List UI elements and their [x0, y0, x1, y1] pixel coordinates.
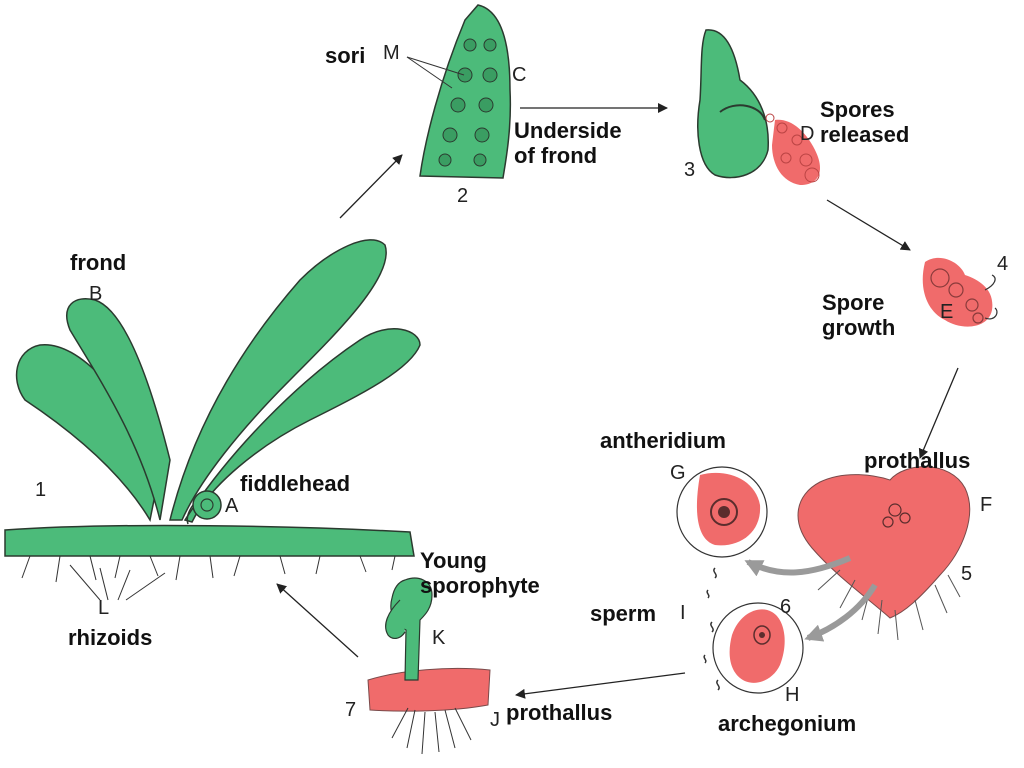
letter-f: F	[980, 494, 993, 516]
label-underside-of-frond: Underside of frond	[514, 118, 622, 169]
frond-underside	[406, 4, 512, 179]
arrow-3-to-4	[826, 199, 911, 251]
label-sperm: sperm	[590, 601, 657, 626]
arrow-4-to-5	[918, 367, 959, 459]
letter-j: J	[490, 709, 500, 731]
frond-right-upper	[169, 239, 387, 521]
letter-k: K	[432, 627, 446, 649]
letter-h: H	[785, 684, 800, 706]
stage-number-7: 7	[345, 699, 357, 721]
sori-dots	[438, 38, 498, 167]
rhizome	[4, 524, 415, 557]
stage-number-3: 3	[684, 159, 696, 181]
label-prothallus-bottom: prothallus	[506, 700, 613, 725]
letter-d: D	[800, 123, 815, 145]
stage-number-5: 5	[961, 563, 973, 585]
label-antheridium: antheridium	[600, 428, 726, 453]
stage-number-2: 2	[457, 185, 469, 207]
stage-number-1: 1	[35, 479, 47, 501]
germinating-spore	[922, 257, 998, 327]
archegonium-detail	[712, 602, 804, 694]
young-sporophyte	[367, 577, 491, 755]
frond-b	[66, 298, 171, 521]
cycle-arrows	[276, 103, 959, 699]
label-rhizoids: rhizoids	[68, 625, 153, 650]
label-frond: frond	[70, 250, 127, 275]
sperm-cells	[703, 567, 720, 691]
arrow-7-to-1	[276, 583, 359, 658]
label-prothallus-top: prothallus	[864, 448, 971, 473]
arrow-6-to-7	[515, 672, 686, 699]
letter-b: B	[89, 283, 103, 305]
label-archegonium: archegonium	[718, 711, 857, 736]
arrow-1-to-2	[339, 154, 403, 219]
frond-right-lower	[183, 328, 421, 523]
sporangium	[697, 29, 820, 185]
letter-g: G	[670, 462, 686, 484]
label-spore-growth: Spore growth	[822, 290, 896, 341]
label-spores-released: Spores released	[820, 97, 910, 148]
rhizoid-hairs	[21, 555, 396, 583]
letter-i: I	[680, 602, 686, 624]
label-young-sporophyte: Young sporophyte	[420, 548, 540, 599]
letter-e: E	[940, 301, 954, 323]
letter-c: C	[512, 64, 527, 86]
fiddlehead-coil	[186, 490, 222, 525]
letter-l: L	[98, 597, 110, 619]
prothallus-heart	[744, 466, 971, 642]
mature-fern	[4, 239, 421, 601]
stage-number-6: 6	[780, 596, 792, 618]
stage-number-4: 4	[997, 253, 1009, 275]
antheridium-detail	[676, 466, 768, 558]
label-sori: sori	[325, 43, 366, 68]
letter-a: A	[225, 495, 239, 517]
label-fiddlehead: fiddlehead	[240, 471, 351, 496]
letter-m: M	[383, 42, 400, 64]
